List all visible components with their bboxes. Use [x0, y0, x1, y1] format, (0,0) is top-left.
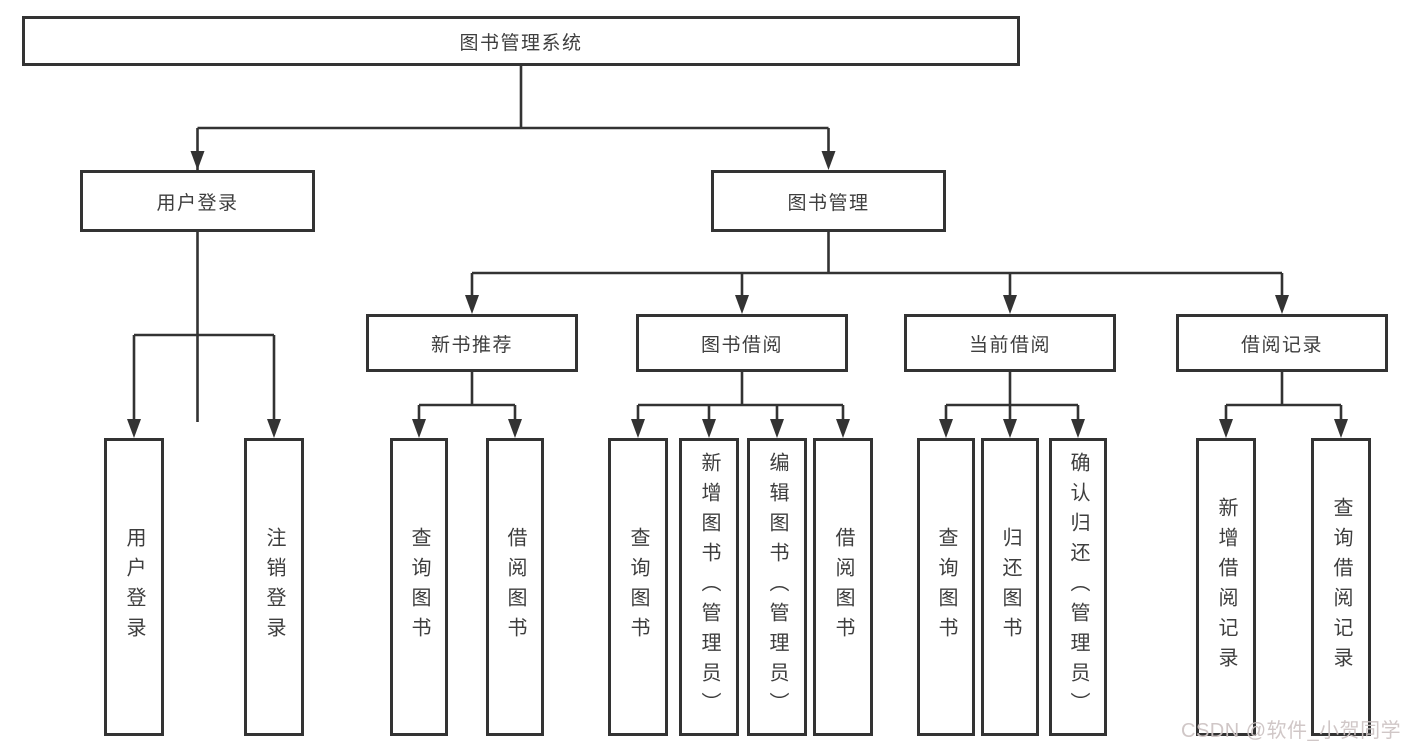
arrow-down-icon [127, 419, 141, 438]
leaf-newrec-query-books: 查询图书 [390, 438, 448, 736]
arrow-down-icon [1275, 295, 1289, 314]
arrow-down-icon [412, 419, 426, 438]
arrow-down-icon [836, 419, 850, 438]
arrow-down-icon [1003, 295, 1017, 314]
leaf-current-confirm-return-admin: 确认归还（管理员） [1049, 438, 1107, 736]
leaf-borrowing-edit-books-admin: 编辑图书（管理员） [747, 438, 807, 736]
arrow-down-icon [190, 151, 205, 170]
leaf-user-login: 用户登录 [104, 438, 164, 736]
arrow-down-icon [770, 419, 784, 438]
node-user-login: 用户登录 [80, 170, 315, 232]
arrow-down-icon [939, 419, 953, 438]
node-borrowing-records: 借阅记录 [1176, 314, 1388, 372]
leaf-current-query-books: 查询图书 [917, 438, 975, 736]
arrow-down-icon [267, 419, 281, 438]
arrow-down-icon [702, 419, 716, 438]
leaf-records-add-borrow-record: 新增借阅记录 [1196, 438, 1256, 736]
leaf-logout: 注销登录 [244, 438, 304, 736]
leaf-current-return-books: 归还图书 [981, 438, 1039, 736]
node-book-management: 图书管理 [711, 170, 946, 232]
node-new-book-recommend: 新书推荐 [366, 314, 578, 372]
node-book-borrowing: 图书借阅 [636, 314, 848, 372]
leaf-records-query-borrow-record: 查询借阅记录 [1311, 438, 1371, 736]
csdn-watermark: CSDN @软件_小贺同学 [1181, 720, 1402, 742]
arrow-down-icon [465, 295, 479, 314]
arrow-down-icon [821, 151, 836, 170]
leaf-borrowing-add-books-admin: 新增图书（管理员） [679, 438, 739, 736]
leaf-newrec-borrow-books: 借阅图书 [486, 438, 544, 736]
arrow-down-icon [508, 419, 522, 438]
node-current-borrowing: 当前借阅 [904, 314, 1116, 372]
leaf-borrowing-borrow-books: 借阅图书 [813, 438, 873, 736]
arrow-down-icon [1219, 419, 1233, 438]
leaf-borrowing-query-books: 查询图书 [608, 438, 668, 736]
arrow-down-icon [1003, 419, 1017, 438]
arrow-down-icon [1071, 419, 1085, 438]
node-root-system: 图书管理系统 [22, 16, 1020, 66]
arrow-down-icon [1334, 419, 1348, 438]
arrow-down-icon [631, 419, 645, 438]
arrow-down-icon [735, 295, 749, 314]
